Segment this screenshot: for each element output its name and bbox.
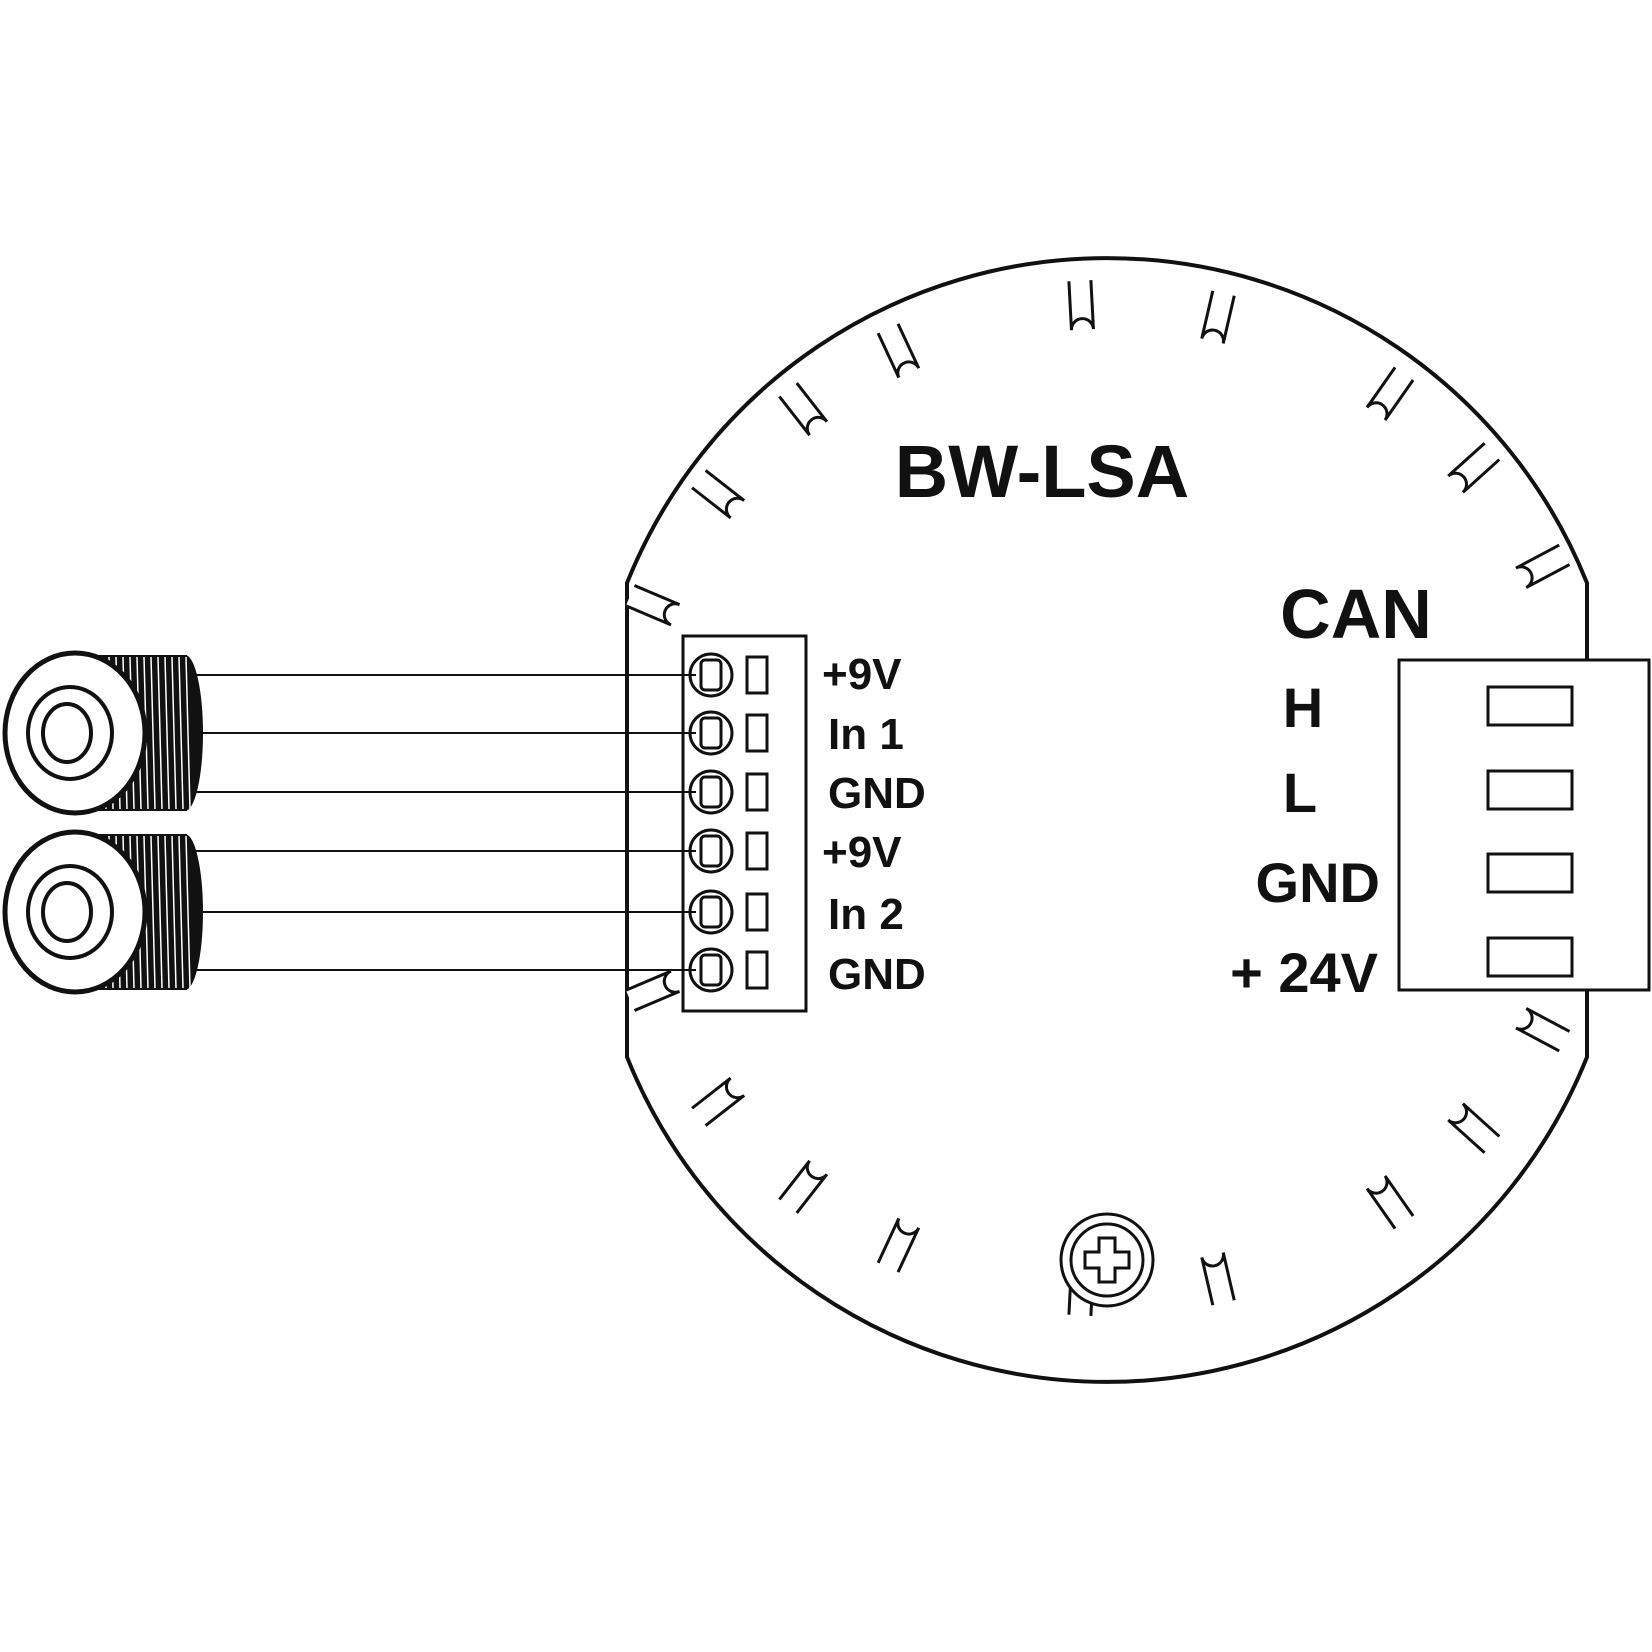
terminal-pins (688, 652, 769, 993)
can-slot (1486, 769, 1574, 811)
housing-notch (876, 1217, 921, 1273)
housing-notch (1365, 1175, 1415, 1230)
module-housing (625, 256, 1589, 1384)
terminal-block (681, 634, 808, 1013)
terminal-pin (688, 828, 769, 874)
can-slot (1486, 936, 1574, 978)
terminal-pin (688, 769, 769, 815)
housing-notch (691, 469, 746, 520)
can-label-24v: + 24V (1230, 941, 1378, 1004)
housing-notch (1200, 290, 1236, 344)
can-slots (1486, 685, 1574, 978)
housing-notch (625, 969, 681, 1012)
housing-notch (876, 323, 921, 379)
can-label-h: H (1283, 676, 1323, 739)
sensor-icon (2, 829, 203, 995)
can-title: CAN (1280, 575, 1432, 653)
housing-notch (625, 584, 681, 627)
terminal-pin (688, 710, 769, 756)
wires (172, 674, 696, 971)
housing-notch (691, 1076, 746, 1127)
housing-notch (1365, 366, 1415, 421)
module-title: BW-LSA (895, 430, 1189, 513)
terminal-label-in1: In 1 (828, 710, 904, 759)
housing-notch (1447, 1102, 1501, 1154)
can-label-gnd: GND (1256, 851, 1380, 914)
can-slot (1486, 852, 1574, 894)
terminal-label-gnd-2: GND (828, 950, 926, 999)
terminal-pin (688, 947, 769, 993)
terminal-pin (688, 652, 769, 698)
housing-notch (1447, 442, 1501, 494)
housing-notch (1067, 280, 1095, 331)
screw-icon (1059, 1212, 1155, 1308)
terminal-labels: +9V In 1 GND +9V In 2 GND (822, 650, 926, 999)
terminal-label-in2: In 2 (828, 890, 904, 939)
housing-notch (1515, 1007, 1571, 1053)
housing-notch (1515, 543, 1571, 589)
housing-notch (1200, 1252, 1236, 1306)
can-labels: H L GND + 24V (1230, 676, 1380, 1004)
housing-notch (778, 1159, 829, 1214)
can-label-l: L (1283, 761, 1317, 824)
terminal-label-9v-2: +9V (822, 828, 902, 877)
sensor-icon (2, 650, 203, 816)
housing-notch (778, 382, 829, 437)
terminal-label-gnd-1: GND (828, 769, 926, 818)
can-slot (1486, 685, 1574, 727)
terminal-label-9v-1: +9V (822, 650, 902, 699)
